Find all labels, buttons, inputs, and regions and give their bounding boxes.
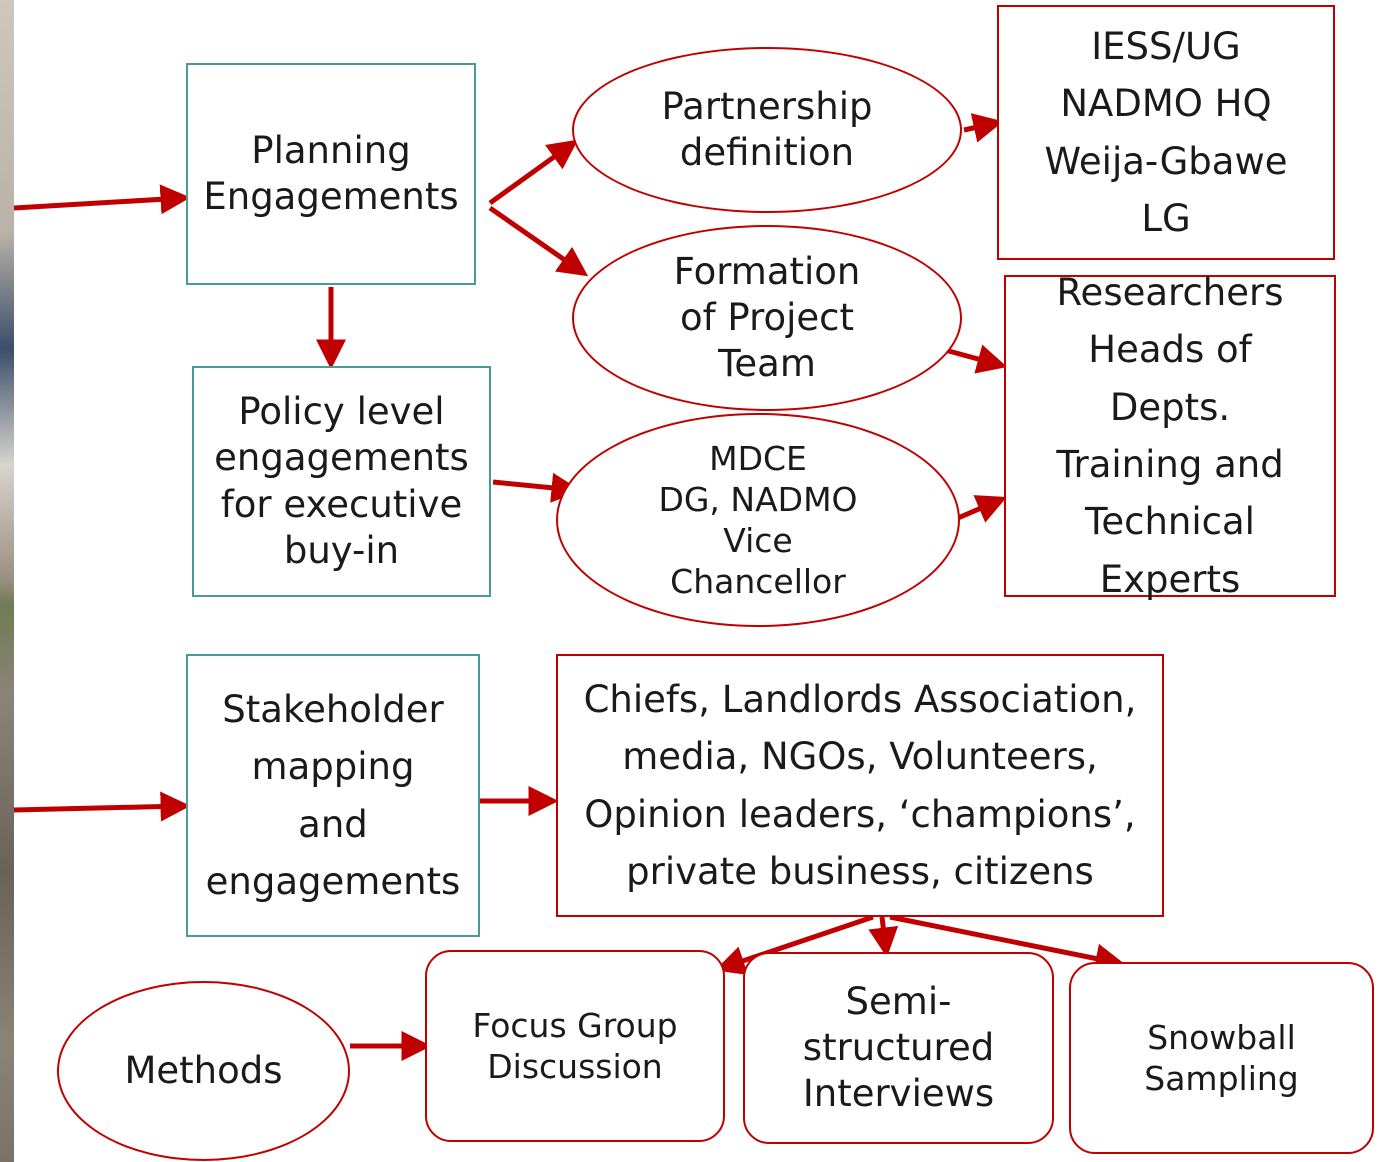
policy-engagements-box: Policy level engagements for executive b…: [192, 366, 491, 597]
arrow-formation-to-researchers: [944, 344, 1008, 374]
background-photo-strip: [0, 0, 14, 1162]
arrow-planning-to-partnership: [488, 139, 579, 206]
arrow-officials-to-researchers: [957, 495, 1007, 523]
officials-ellipse: MDCE DG, NADMO Vice Chancellor: [556, 413, 960, 627]
focus-group-discussion-box: Focus Group Discussion: [425, 950, 725, 1142]
arrow-planning-to-formation: [488, 205, 589, 277]
iess-partners-box: IESS/UG NADMO HQ Weija-Gbawe LG: [997, 5, 1335, 260]
partnership-definition-ellipse: Partnership definition: [572, 47, 962, 213]
arrow-into-stakeholder: [13, 791, 191, 822]
arrow-groups-to-snowball: [889, 914, 1126, 974]
arrow-policy-to-officials: [492, 472, 582, 503]
semi-structured-interviews-box: Semi- structured Interviews: [743, 952, 1054, 1144]
snowball-sampling-box: Snowball Sampling: [1069, 962, 1374, 1154]
arrow-groups-to-semi: [868, 916, 899, 958]
project-team-members-box: Researchers Heads of Depts. Training and…: [1004, 271, 1336, 601]
arrow-groups-to-fgd: [714, 914, 874, 976]
methods-ellipse: Methods: [57, 981, 350, 1161]
arrow-partnership-to-iess: [963, 113, 1004, 143]
stakeholder-groups-box: Chiefs, Landlords Association, media, NG…: [556, 654, 1164, 917]
formation-project-team-ellipse: Formation of Project Team: [572, 225, 962, 411]
arrow-into-planning: [13, 184, 191, 215]
planning-engagements-box: Planning Engagements: [186, 63, 476, 285]
stakeholder-mapping-box: Stakeholder mapping and engagements: [186, 654, 480, 937]
